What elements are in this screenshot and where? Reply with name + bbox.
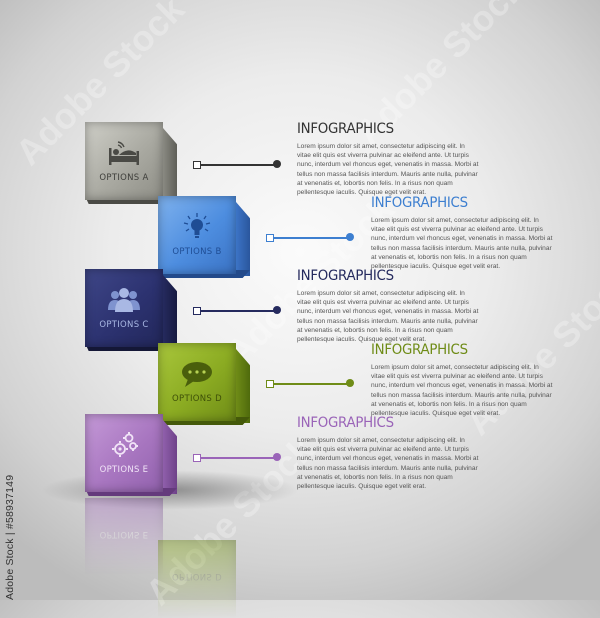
block-body: Lorem ipsum dolor sit amet, consectetur … <box>297 143 479 197</box>
lightbulb-icon <box>183 213 211 238</box>
connector-line <box>201 310 277 312</box>
option-label: OPTIONS E <box>99 465 149 475</box>
info-block-a: INFOGRAPHICS Lorem ipsum dolor sit amet,… <box>297 121 479 197</box>
cube-front: OPTIONS A <box>85 122 163 200</box>
option-d-reflection: OPTIONS D <box>158 540 236 618</box>
cube-side <box>236 349 250 423</box>
block-title: INFOGRAPHICS <box>371 195 468 211</box>
connector-end <box>273 160 281 168</box>
stock-credit: Adobe Stock | #58937149 <box>4 474 16 600</box>
connector-c <box>193 306 283 316</box>
connector-line <box>201 164 277 166</box>
block-body: Lorem ipsum dolor sit amet, consectetur … <box>371 217 553 271</box>
connector-line <box>274 237 350 239</box>
cube-front: OPTIONS D <box>158 540 236 618</box>
cube-bottom <box>158 270 250 278</box>
info-block-c: INFOGRAPHICS Lorem ipsum dolor sit amet,… <box>297 268 479 344</box>
option-label: OPTIONS A <box>99 173 149 183</box>
option-label: OPTIONS E <box>99 529 149 539</box>
option-label: OPTIONS C <box>99 320 149 330</box>
connector-start <box>266 234 274 242</box>
connector-end <box>346 233 354 241</box>
block-body: Lorem ipsum dolor sit amet, consectetur … <box>371 364 553 418</box>
people-group-icon <box>108 288 140 312</box>
gears-icon <box>112 432 138 457</box>
cube-side <box>163 128 177 202</box>
connector-start <box>193 161 201 169</box>
connector-start <box>193 307 201 315</box>
option-label: OPTIONS D <box>172 571 222 581</box>
option-e-reflection: OPTIONS E <box>85 498 163 576</box>
connector-start <box>193 454 201 462</box>
connector-b <box>266 233 356 243</box>
block-body: Lorem ipsum dolor sit amet, consectetur … <box>297 437 479 491</box>
cube-bottom <box>85 488 177 496</box>
option-label: OPTIONS D <box>172 394 222 404</box>
option-b-cube: OPTIONS B <box>158 196 250 278</box>
info-block-b: INFOGRAPHICS Lorem ipsum dolor sit amet,… <box>371 195 553 271</box>
bed-wifi-icon <box>109 141 139 165</box>
info-block-d: INFOGRAPHICS Lorem ipsum dolor sit amet,… <box>371 342 553 418</box>
block-title: INFOGRAPHICS <box>371 342 468 358</box>
connector-end <box>273 453 281 461</box>
connector-line <box>201 457 277 459</box>
connector-end <box>273 306 281 314</box>
speech-bubble-icon <box>182 362 212 387</box>
block-title: INFOGRAPHICS <box>297 268 394 284</box>
connector-line <box>274 383 350 385</box>
block-title: INFOGRAPHICS <box>297 121 394 137</box>
connector-d <box>266 379 356 389</box>
option-d-cube: OPTIONS D <box>158 343 250 425</box>
cube-side <box>163 420 177 494</box>
option-a-cube: OPTIONS A <box>85 122 177 204</box>
cube-side <box>236 202 250 276</box>
block-title: INFOGRAPHICS <box>297 415 394 431</box>
connector-end <box>346 379 354 387</box>
cube-side <box>163 275 177 349</box>
option-c-cube: OPTIONS C <box>85 269 177 351</box>
connector-start <box>266 380 274 388</box>
info-block-e: INFOGRAPHICS Lorem ipsum dolor sit amet,… <box>297 415 479 491</box>
cube-side <box>236 538 250 612</box>
option-e-cube: OPTIONS E <box>85 414 177 496</box>
connector-e <box>193 453 283 463</box>
cube-front: OPTIONS D <box>158 343 236 421</box>
cube-bottom <box>158 417 250 425</box>
cube-front: OPTIONS E <box>85 414 163 492</box>
cube-front: OPTIONS B <box>158 196 236 274</box>
block-body: Lorem ipsum dolor sit amet, consectetur … <box>297 290 479 344</box>
option-label: OPTIONS B <box>172 247 222 257</box>
cube-bottom <box>85 196 177 204</box>
connector-a <box>193 160 283 170</box>
cube-front: OPTIONS E <box>85 498 163 576</box>
cube-front: OPTIONS C <box>85 269 163 347</box>
cube-bottom <box>85 343 177 351</box>
